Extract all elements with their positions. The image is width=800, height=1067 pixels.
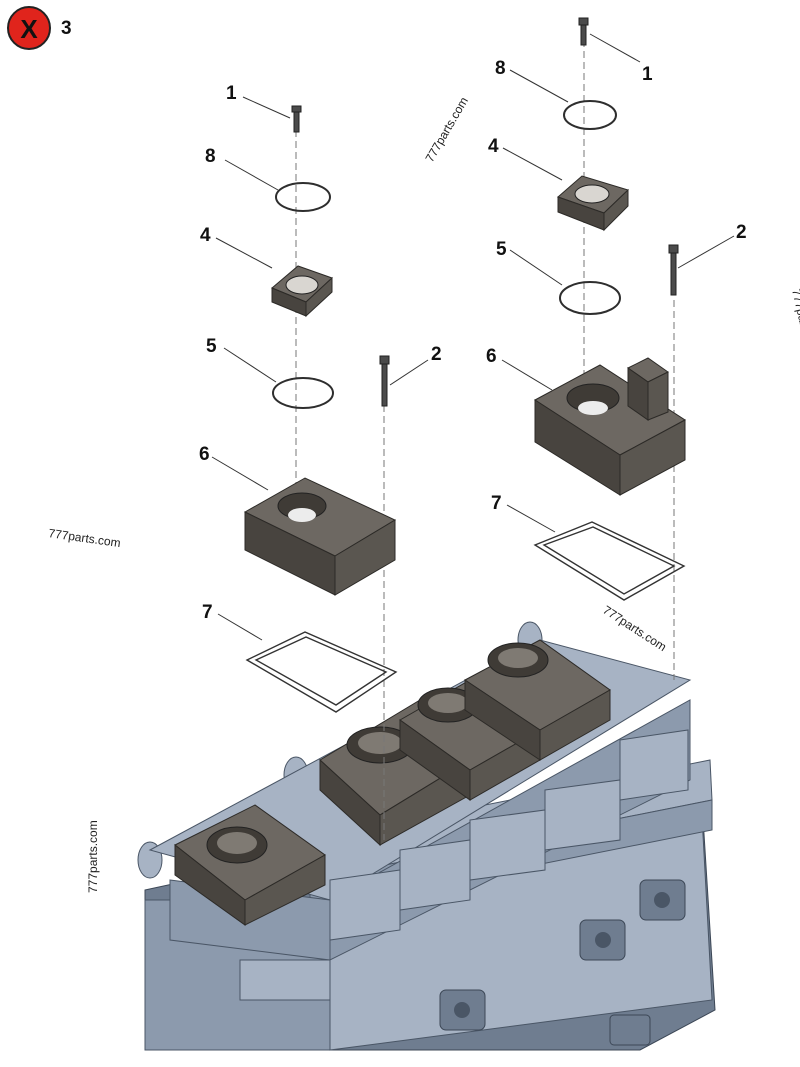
- bolt-part-right: [578, 17, 589, 46]
- o-ring-part-right: [559, 281, 621, 315]
- bolt-part-left: [291, 105, 302, 133]
- flange-part-right: [557, 175, 629, 232]
- callout-5-left: 5: [206, 336, 217, 357]
- callout-5-right: 5: [496, 239, 507, 260]
- callout-6-left: 6: [199, 444, 210, 465]
- long-bolt-part-left: [379, 355, 390, 407]
- watermark-top: 777parts.com: [422, 95, 470, 165]
- callout-7-left: 7: [202, 602, 213, 623]
- installed-cover-1: [174, 804, 326, 926]
- o-ring-top-part-right: [563, 100, 617, 130]
- watermark-left: 777parts.com: [48, 526, 122, 550]
- callout-8-left: 8: [205, 146, 216, 167]
- callout-6-right: 6: [486, 346, 497, 367]
- page-number: 3: [61, 18, 72, 39]
- o-ring-part-left: [272, 377, 334, 409]
- callout-8-right: 8: [495, 58, 506, 79]
- callout-2-left: 2: [431, 344, 442, 365]
- cover-part-left: [243, 477, 397, 596]
- close-button[interactable]: X: [7, 6, 51, 50]
- installed-cover-4: [464, 639, 611, 761]
- o-ring-top-part-left: [275, 182, 331, 212]
- callout-7-right: 7: [491, 493, 502, 514]
- long-bolt-part-right: [668, 244, 679, 296]
- callout-4-right: 4: [488, 136, 499, 157]
- callout-1-right: 1: [642, 64, 653, 85]
- watermark-center: 777parts.com: [600, 603, 669, 654]
- gasket-part-left: [245, 631, 398, 713]
- gasket-part-right: [533, 521, 686, 601]
- close-icon: X: [20, 14, 38, 44]
- cover-part-right: [534, 357, 686, 496]
- callout-1-left: 1: [226, 83, 237, 104]
- flange-part-left: [271, 265, 333, 318]
- watermark-right-edge: 777parts.com: [789, 288, 800, 362]
- callout-2-right: 2: [736, 222, 747, 243]
- callout-4-left: 4: [200, 225, 211, 246]
- watermark-bottom-left: 777parts.com: [86, 820, 100, 893]
- leader-lines: [211, 33, 735, 641]
